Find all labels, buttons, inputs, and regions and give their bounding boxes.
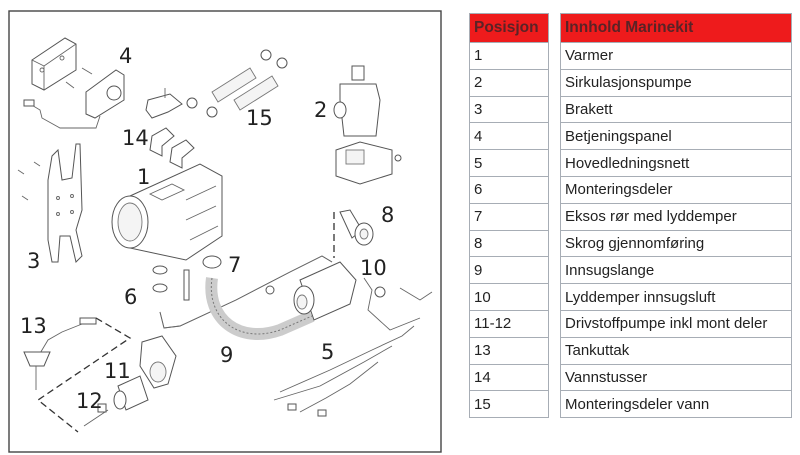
content-row: Innsugslange bbox=[560, 256, 792, 285]
bracket-part bbox=[17, 143, 83, 263]
content-row: Brakett bbox=[560, 95, 792, 124]
callout-7: 7 bbox=[228, 253, 241, 277]
content-row: Varmer bbox=[560, 42, 792, 70]
position-cell: 13 bbox=[469, 336, 549, 365]
position-cell: 5 bbox=[469, 149, 549, 177]
circulation-pump-part bbox=[333, 65, 402, 185]
position-row: 5 bbox=[469, 149, 549, 177]
content-row: Monteringsdeler bbox=[560, 175, 792, 204]
position-cell: 10 bbox=[469, 283, 549, 311]
fuel-line-dashed bbox=[36, 317, 132, 433]
position-cell: 4 bbox=[469, 122, 549, 151]
position-row: 6 bbox=[469, 175, 549, 204]
content-cell: Drivstoffpumpe inkl mont deler bbox=[560, 309, 792, 338]
content-cell: Betjeningspanel bbox=[560, 122, 792, 151]
position-cell: 6 bbox=[469, 175, 549, 204]
heater-part bbox=[111, 163, 223, 261]
callout-2: 2 bbox=[314, 98, 327, 122]
water-connectors-part bbox=[149, 127, 195, 169]
position-row: 2 bbox=[469, 68, 549, 97]
content-row: Eksos rør med lyddemper bbox=[560, 202, 792, 231]
content-cell: Brakett bbox=[560, 95, 792, 124]
position-row: 7 bbox=[469, 202, 549, 231]
content-cell: Tankuttak bbox=[560, 336, 792, 365]
callout-11: 11 bbox=[104, 359, 131, 383]
position-row: 1 bbox=[469, 42, 549, 70]
content-cell: Varmer bbox=[560, 42, 792, 70]
diagram-frame bbox=[8, 10, 442, 453]
main-harness-part bbox=[273, 277, 433, 417]
position-cell: 8 bbox=[469, 229, 549, 258]
callout-4: 4 bbox=[119, 44, 132, 68]
content-row: Skrog gjennomføring bbox=[560, 229, 792, 258]
position-cell: 11-12 bbox=[469, 309, 549, 338]
position-row: 4 bbox=[469, 122, 549, 151]
content-cell: Eksos rør med lyddemper bbox=[560, 202, 792, 231]
hull-fitting-part bbox=[333, 209, 374, 258]
callout-5: 5 bbox=[321, 340, 334, 364]
callout-8: 8 bbox=[381, 203, 394, 227]
position-row: 3 bbox=[469, 95, 549, 124]
callout-1: 1 bbox=[137, 165, 150, 189]
callout-14: 14 bbox=[122, 126, 149, 150]
position-row: 10 bbox=[469, 283, 549, 311]
content-header: Innhold Marinekit bbox=[560, 13, 792, 43]
intake-hose-part bbox=[205, 277, 315, 340]
content-cell: Skrog gjennomføring bbox=[560, 229, 792, 258]
position-cell: 15 bbox=[469, 390, 549, 419]
callout-10: 10 bbox=[360, 256, 387, 280]
intake-silencer-part bbox=[293, 261, 357, 321]
content-cell: Innsugslange bbox=[560, 256, 792, 285]
callout-6: 6 bbox=[124, 285, 137, 309]
exhaust-pipe-part bbox=[159, 255, 333, 329]
position-row: 11-12 bbox=[469, 309, 549, 338]
content-row: Betjeningspanel bbox=[560, 122, 792, 151]
content-cell: Vannstusser bbox=[560, 363, 792, 392]
content-row: Lyddemper innsugsluft bbox=[560, 283, 792, 311]
content-row: Sirkulasjonspumpe bbox=[560, 68, 792, 97]
tank-pickup-part bbox=[23, 317, 97, 390]
callout-12: 12 bbox=[76, 389, 103, 413]
fuel-pump-part bbox=[83, 335, 177, 427]
callout-15: 15 bbox=[246, 106, 273, 130]
content-cell: Monteringsdeler bbox=[560, 175, 792, 204]
content-row: Monteringsdeler vann bbox=[560, 390, 792, 419]
content-row: Tankuttak bbox=[560, 336, 792, 365]
position-cell: 14 bbox=[469, 363, 549, 392]
diagram-svg: 1 2 3 4 5 6 7 8 9 10 11 12 13 14 15 bbox=[8, 10, 442, 453]
position-cell: 3 bbox=[469, 95, 549, 124]
content-cell: Sirkulasjonspumpe bbox=[560, 68, 792, 97]
content-cell: Monteringsdeler vann bbox=[560, 390, 792, 419]
position-row: 13 bbox=[469, 336, 549, 365]
callout-9: 9 bbox=[220, 343, 233, 367]
position-row: 14 bbox=[469, 363, 549, 392]
content-row: Drivstoffpumpe inkl mont deler bbox=[560, 309, 792, 338]
callout-3: 3 bbox=[27, 249, 40, 273]
content-row: Hovedledningsnett bbox=[560, 149, 792, 177]
mounting-parts-part bbox=[152, 265, 190, 301]
position-cell: 2 bbox=[469, 68, 549, 97]
position-cell: 1 bbox=[469, 42, 549, 70]
callout-13: 13 bbox=[20, 314, 47, 338]
position-header: Posisjon bbox=[469, 13, 549, 43]
content-cell: Lyddemper innsugsluft bbox=[560, 283, 792, 311]
position-row: 9 bbox=[469, 256, 549, 285]
content-row: Vannstusser bbox=[560, 363, 792, 392]
position-row: 15 bbox=[469, 390, 549, 419]
position-cell: 7 bbox=[469, 202, 549, 231]
exploded-diagram: 1 2 3 4 5 6 7 8 9 10 11 12 13 14 15 bbox=[8, 10, 442, 453]
content-cell: Hovedledningsnett bbox=[560, 149, 792, 177]
control-panel-part bbox=[23, 37, 125, 129]
position-row: 8 bbox=[469, 229, 549, 258]
water-fittings-part bbox=[145, 49, 288, 119]
position-cell: 9 bbox=[469, 256, 549, 285]
